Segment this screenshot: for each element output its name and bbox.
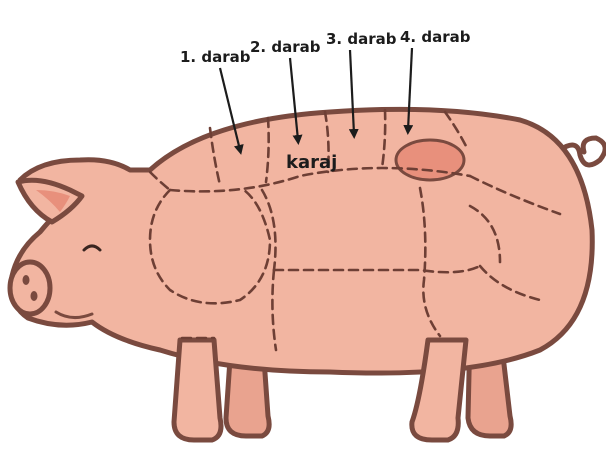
label-cut-2: 2. darab xyxy=(250,38,321,56)
pig-snout xyxy=(10,262,50,314)
nostril xyxy=(31,291,38,301)
label-cut-1: 1. darab xyxy=(180,48,251,66)
label-cut-4: 4. darab xyxy=(400,28,471,46)
nostril xyxy=(23,275,30,285)
pig-body xyxy=(11,109,592,373)
front-leg-near xyxy=(174,340,221,440)
label-karaj: karaj xyxy=(286,152,337,173)
label-cut-3: 3. darab xyxy=(326,30,397,48)
